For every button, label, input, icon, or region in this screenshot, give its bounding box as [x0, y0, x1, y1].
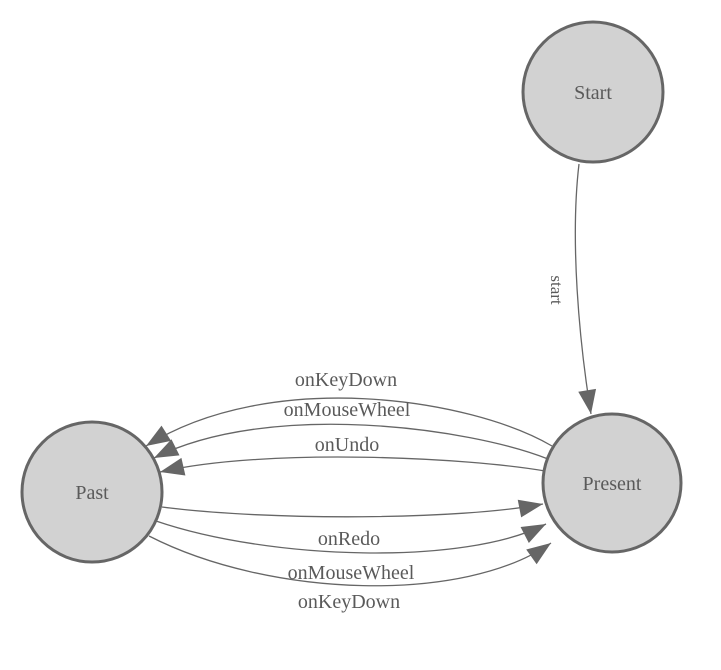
edge-group: start onKeyDown onMouseWheel onUndo onRe…	[145, 163, 597, 613]
node-start-label: Start	[574, 82, 612, 104]
edge-label-onundo: onUndo	[315, 434, 379, 456]
node-present[interactable]: Present	[541, 412, 683, 554]
edge-line-onkeydown-bottom	[148, 535, 552, 587]
node-past[interactable]: Past	[20, 420, 164, 564]
node-group: Start Present Past	[20, 20, 683, 564]
edge-start-to-present: start	[547, 163, 597, 415]
edge-present-to-past-onundo: onUndo	[159, 434, 546, 476]
node-past-circle[interactable]	[20, 420, 164, 564]
edge-line-onmousewheel-bottom	[155, 520, 547, 554]
node-present-circle[interactable]	[541, 412, 683, 554]
node-present-label: Present	[583, 473, 642, 495]
edge-label-onmousewheel-top: onMouseWheel	[284, 399, 411, 421]
edge-present-to-past-onkeydown: onKeyDown	[145, 369, 553, 447]
edge-line-start	[574, 163, 597, 415]
edge-label-onmousewheel-bottom: onMouseWheel	[288, 562, 415, 584]
edge-past-to-present-onmousewheel: onMouseWheel	[155, 520, 547, 584]
edge-line-onundo	[159, 456, 546, 476]
edge-past-to-present-onredo: onRedo	[161, 499, 544, 550]
edge-label-start: start	[547, 275, 566, 305]
node-start-circle[interactable]	[521, 20, 665, 164]
edge-line-onkeydown-top	[145, 397, 553, 447]
edge-label-onkeydown-bottom: onKeyDown	[298, 591, 400, 613]
edge-line-onmousewheel-top	[153, 423, 549, 460]
edge-line-onredo	[161, 499, 544, 518]
edge-present-to-past-onmousewheel: onMouseWheel	[153, 399, 549, 460]
edge-past-to-present-onkeydown: onKeyDown	[148, 535, 552, 613]
node-past-label: Past	[75, 482, 109, 504]
node-start[interactable]: Start	[521, 20, 665, 164]
edge-label-onredo: onRedo	[318, 528, 380, 550]
edge-label-onkeydown-top: onKeyDown	[295, 369, 397, 391]
